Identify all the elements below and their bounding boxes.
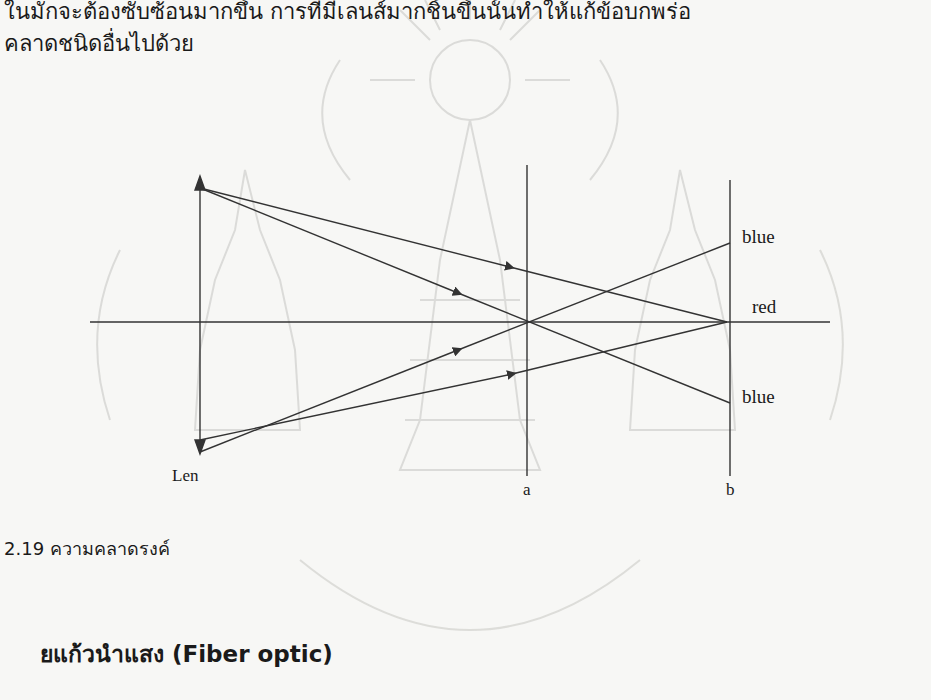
figure-caption: 2.19 ความคลาดรงค์ [4,534,170,563]
part-label: Len [172,466,198,486]
color-label: red [752,296,776,318]
section-heading: ยแก้วนำแสง (Fiber optic) [40,636,333,672]
blue-ray [458,293,730,403]
blue-ray [200,188,458,293]
red-ray [510,267,727,322]
body-text: คลาดชนิดอื่นไปด้วย [4,26,194,61]
body-text: ในมักจะต้องซับซ้อนมากขึ้น การที่มีเลนส์ม… [4,0,691,29]
optical-axis [90,321,830,322]
blue-ray [200,350,458,452]
color-label: blue [742,226,775,248]
red-ray [512,322,727,374]
lens-line [199,190,200,440]
part-label: b [726,480,735,500]
red-ray [200,188,510,267]
part-label: a [523,480,531,500]
blue-ray [458,243,730,350]
lens-arrowheads [195,176,205,454]
plane-b [729,180,730,476]
color-label: blue [742,386,775,408]
red-ray [200,374,512,440]
